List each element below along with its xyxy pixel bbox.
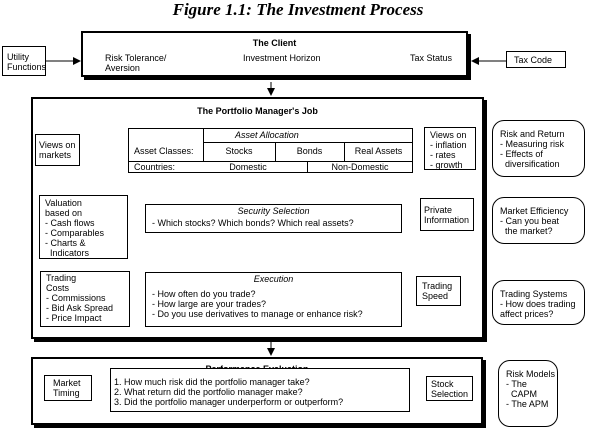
security-selection-heading: Security Selection <box>237 206 310 216</box>
country-domestic: Domestic <box>229 162 267 172</box>
asset-class-bonds: Bonds <box>296 146 323 156</box>
risk-models-label: Risk Models - The CAPM - The APM <box>506 369 556 409</box>
execution-line-1: - How often do you trade? <box>152 289 256 299</box>
tax-code-box: Tax Code <box>506 51 566 68</box>
client-risk-tolerance: Risk Tolerance/ Aversion <box>105 53 167 73</box>
figure-title: Figure 1.1: The Investment Process <box>172 0 424 19</box>
trading-costs-label: Trading Costs - Commissions - Bid Ask Sp… <box>46 273 114 323</box>
market-timing-label: Market Timing <box>53 378 81 398</box>
execution-line-3: - Do you use derivatives to manage or en… <box>152 309 363 319</box>
market-timing-box: Market Timing <box>44 375 92 401</box>
execution-line-2: - How large are your trades? <box>152 299 267 309</box>
client-heading: The Client <box>252 38 297 48</box>
asset-allocation-box: Asset Allocation Asset Classes: Stocks B… <box>128 128 413 173</box>
trading-systems-label: Trading Systems - How does trading affec… <box>500 289 576 319</box>
performance-line-2: 2. What return did the portfolio manager… <box>114 387 303 397</box>
execution-heading: Execution <box>253 274 294 284</box>
utility-functions-label: Utility Functions <box>7 52 47 72</box>
trading-systems-box: Trading Systems - How does trading affec… <box>492 280 585 325</box>
risk-models-box: Risk Models - The CAPM - The APM <box>498 360 558 427</box>
asset-class-stocks: Stocks <box>225 146 253 156</box>
security-selection-text: - Which stocks? Which bonds? Which real … <box>152 218 354 228</box>
private-information-box: Private Information <box>420 198 474 231</box>
trading-speed-label: Trading Speed <box>422 281 453 301</box>
risk-and-return-label: Risk and Return - Measuring risk - Effec… <box>500 129 565 169</box>
performance-line-1: 1. How much risk did the portfolio manag… <box>114 377 310 387</box>
country-non-domestic: Non-Domestic <box>331 162 389 172</box>
market-efficiency-label: Market Efficiency - Can you beat the mar… <box>500 206 569 236</box>
tax-code-label: Tax Code <box>514 55 553 65</box>
risk-and-return-box: Risk and Return - Measuring risk - Effec… <box>492 120 585 177</box>
manager-heading: The Portfolio Manager's Job <box>197 106 318 116</box>
utility-functions-box: Utility Functions <box>2 46 46 76</box>
performance-line-3: 3. Did the portfolio manager underperfor… <box>114 397 344 407</box>
client-investment-horizon: Investment Horizon <box>243 53 321 63</box>
performance-questions-box: 1. How much risk did the portfolio manag… <box>110 368 410 412</box>
execution-box: Execution - How often do you trade? - Ho… <box>145 272 402 327</box>
views-on-markets-box: Views on markets <box>35 134 80 166</box>
asset-classes-label: Asset Classes: <box>134 146 194 156</box>
private-information-label: Private Information <box>424 205 470 225</box>
security-selection-box: Security Selection - Which stocks? Which… <box>145 204 402 233</box>
market-efficiency-box: Market Efficiency - Can you beat the mar… <box>492 197 585 244</box>
views-macro-box: Views on - inflation - rates - growth <box>424 127 476 170</box>
valuation-label: Valuation based on - Cash flows - Compar… <box>45 198 105 258</box>
views-on-markets-label: Views on markets <box>39 140 76 160</box>
valuation-box: Valuation based on - Cash flows - Compar… <box>39 195 128 259</box>
client-tax-status: Tax Status <box>410 53 453 63</box>
views-macro-label: Views on - inflation - rates - growth <box>430 130 467 170</box>
countries-label: Countries: <box>134 162 176 172</box>
stock-selection-label: Stock Selection <box>431 379 469 399</box>
stock-selection-box: Stock Selection <box>426 376 473 401</box>
trading-speed-box: Trading Speed <box>416 276 461 306</box>
client-box: The Client Risk Tolerance/ Aversion Inve… <box>81 31 468 77</box>
asset-class-real-assets: Real Assets <box>354 146 403 156</box>
trading-costs-box: Trading Costs - Commissions - Bid Ask Sp… <box>40 271 130 327</box>
asset-allocation-heading: Asset Allocation <box>235 130 299 140</box>
